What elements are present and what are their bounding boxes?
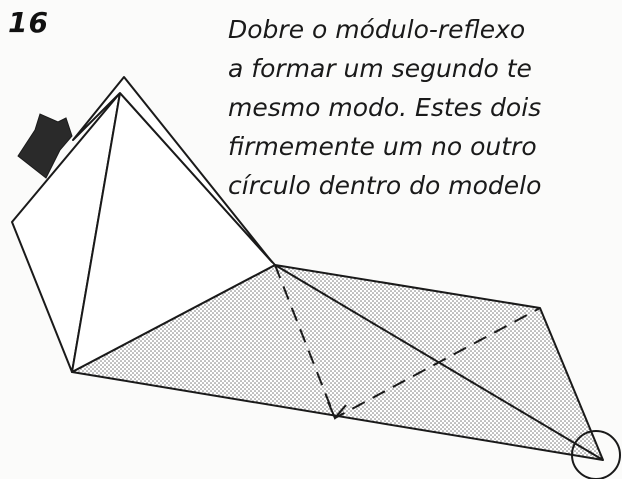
step-number: 16 [8,6,49,39]
target-circle-icon [571,430,621,479]
raised-wing-back-edge [72,76,273,263]
instruction-line: círculo dentro do modelo [228,171,542,200]
push-arrow-icon [17,113,73,179]
instruction-line: a formar um segundo te [228,54,532,83]
instruction-line: Dobre o módulo-reflexo [228,15,526,44]
instruction-line: firmemente um no outro [228,132,537,161]
instruction-line: mesmo modo. Estes dois [228,93,542,122]
instruction-text: Dobre o módulo-reflexo a formar um segun… [228,10,622,205]
fold-arrowhead [327,401,347,420]
